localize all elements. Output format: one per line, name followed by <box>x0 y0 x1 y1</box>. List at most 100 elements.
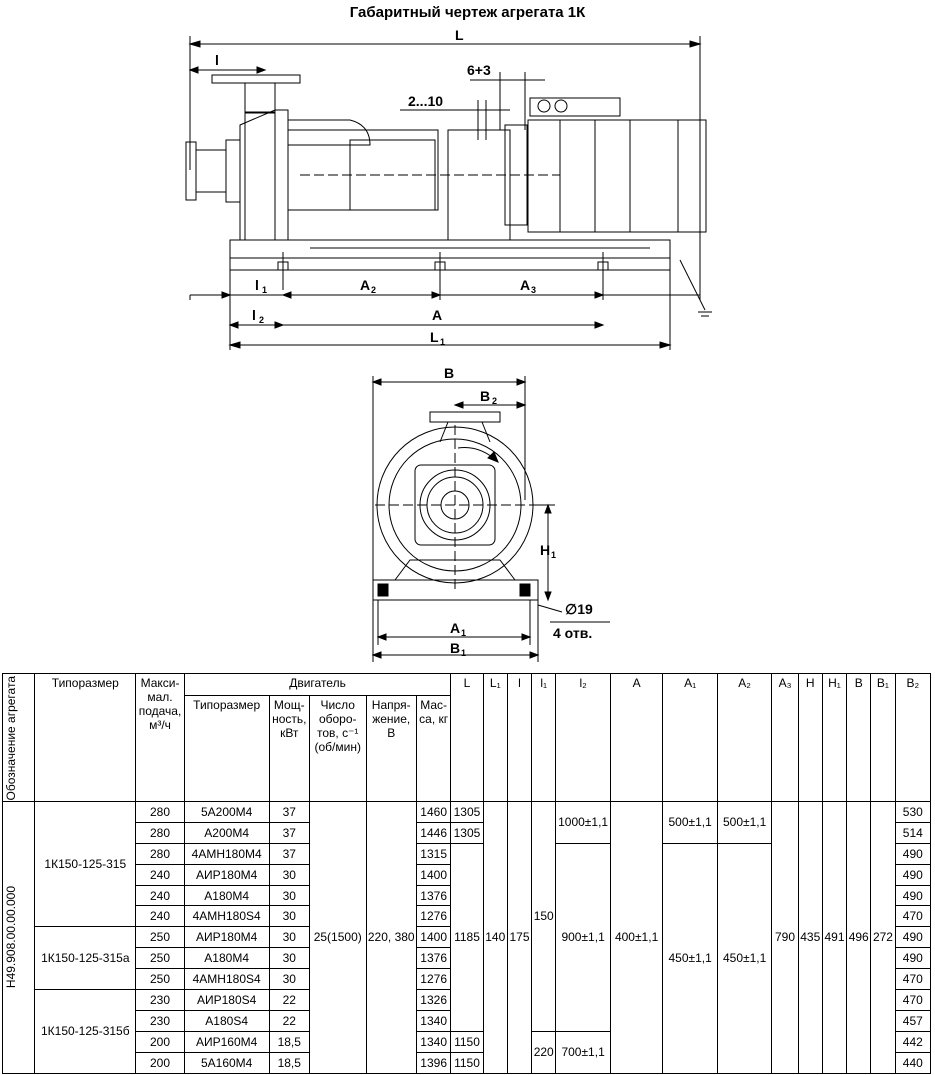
cell-l: 140 <box>482 801 508 1074</box>
cell-L: 1340 <box>415 1009 452 1032</box>
header-l: l <box>506 673 533 802</box>
dim-2-10: 2...10 <box>408 93 443 109</box>
cell-L: 1400 <box>415 926 452 949</box>
cell-engine-type: 5А160М4 <box>183 1051 270 1074</box>
side-view-drawing: L l 6+3 2...10 l 1 A 2 A 3 l 2 A L 1 <box>185 27 712 350</box>
cell-engine-type: А180S4 <box>183 1009 270 1032</box>
header-L: L <box>450 673 484 802</box>
cell-flow: 280 <box>135 842 185 865</box>
cell-mass: 470 <box>894 905 932 928</box>
cell-flow: 200 <box>135 1030 185 1053</box>
header-H1: H₁ <box>821 673 848 802</box>
dim-A3-sub: 3 <box>531 285 536 295</box>
cell-l2: 220 <box>531 1030 557 1074</box>
cell-type: 1К150-125-315а <box>34 926 137 991</box>
cell-A3: 500±1,1 <box>716 801 773 844</box>
header-designation: Обозначение агрегата <box>1 673 36 802</box>
cell-mass: 470 <box>894 968 932 991</box>
cell-L: 1326 <box>415 989 452 1011</box>
dim-A2-sub: 2 <box>371 285 376 295</box>
cell-L: 1276 <box>415 905 452 928</box>
cell-voltage: 220, 380 <box>365 801 417 1074</box>
cell-flow: 250 <box>135 947 185 970</box>
cell-engine-type: А180М4 <box>183 884 270 907</box>
cell-mass: 514 <box>894 821 932 844</box>
cell-L: 1376 <box>415 884 452 907</box>
cell-L1: 1305 <box>450 821 484 844</box>
cell-engine-type: АИР180М4 <box>183 863 270 886</box>
dim-B1: B <box>450 640 460 656</box>
dim-l1-sub: 1 <box>262 285 267 295</box>
header-l2: l₂ <box>555 673 611 802</box>
dim-l2-sub: 2 <box>259 315 264 325</box>
cell-A: 900±1,1 <box>555 842 611 1032</box>
cell-B: 491 <box>821 801 848 1074</box>
cell-power: 30 <box>268 863 310 886</box>
cell-engine-type: 4АМН180М4 <box>183 842 270 865</box>
cell-power: 30 <box>268 968 310 991</box>
cell-A1: 400±1,1 <box>609 801 664 1074</box>
cell-mass: 470 <box>894 989 932 1011</box>
dim-A1-sub: 1 <box>461 628 466 638</box>
cell-engine-type: А180М4 <box>183 947 270 970</box>
cell-flow: 240 <box>135 905 185 928</box>
cell-A3: 450±1,1 <box>716 842 773 1074</box>
dim-holes-count: 4 отв. <box>553 625 592 641</box>
cell-L: 1446 <box>415 821 452 844</box>
cell-engine-type: АИР180М4 <box>183 926 270 949</box>
cell-engine-type: 4АМН180S4 <box>183 968 270 991</box>
dim-H1: H <box>540 542 550 558</box>
cell-flow: 250 <box>135 968 185 991</box>
cell-mass: 530 <box>894 801 932 823</box>
dim-l: l <box>215 52 219 68</box>
dim-B1-sub: 1 <box>461 648 466 658</box>
cell-power: 30 <box>268 884 310 907</box>
header-B2: B₂ <box>894 673 932 802</box>
cell-power: 22 <box>268 989 310 1011</box>
cell-flow: 240 <box>135 863 185 886</box>
cell-mass: 490 <box>894 863 932 886</box>
dim-A1: A <box>450 620 460 636</box>
cell-rpm: 25(1500) <box>308 801 367 1074</box>
cell-power: 18,5 <box>268 1051 310 1074</box>
header-B1: B₁ <box>870 673 896 802</box>
cell-L: 1276 <box>415 968 452 991</box>
header-A: A <box>609 673 664 802</box>
cell-type: 1К150-125-315 <box>34 800 137 928</box>
cell-H: 790 <box>771 801 799 1074</box>
cell-power: 22 <box>268 1009 310 1032</box>
cell-power: 30 <box>268 905 310 928</box>
spec-table: Обозначение агрегата Типоразмер Макси- м… <box>1 673 932 1074</box>
dim-B: B <box>444 365 454 381</box>
header-rpm: Число оборо- тов, с⁻¹ (об/мин) <box>308 695 367 802</box>
header-engine: Двигатель <box>183 673 452 696</box>
cell-L1: 1150 <box>450 1030 484 1053</box>
header-type: Типоразмер <box>34 673 137 802</box>
cell-power: 37 <box>268 801 310 823</box>
cell-L: 1376 <box>415 947 452 970</box>
cell-A: 1000±1,1 <box>555 801 611 844</box>
cell-power: 37 <box>268 821 310 844</box>
drawing-title: Габаритный чертеж агрегата 1К <box>349 4 586 21</box>
cell-type: 1К150-125-315б <box>34 989 137 1074</box>
header-L1: L₁ <box>482 673 508 802</box>
cell-mass: 490 <box>894 842 932 865</box>
cell-L: 1340 <box>415 1030 452 1053</box>
header-flow: Макси- мал. подача, м³/ч <box>135 673 185 802</box>
cell-mass: 457 <box>894 1009 932 1032</box>
cell-flow: 240 <box>135 884 185 907</box>
cell-L1: 1150 <box>450 1051 484 1074</box>
cell-flow: 200 <box>135 1051 185 1074</box>
cell-flow: 280 <box>135 821 185 844</box>
front-view-drawing: B B 2 H 1 A 1 B 1 ∅19 4 отв. <box>371 365 610 662</box>
dim-H1-sub: 1 <box>551 550 556 560</box>
cell-L: 1460 <box>415 801 452 823</box>
cell-A2: 450±1,1 <box>662 842 718 1074</box>
cell-B1: 496 <box>846 801 872 1074</box>
